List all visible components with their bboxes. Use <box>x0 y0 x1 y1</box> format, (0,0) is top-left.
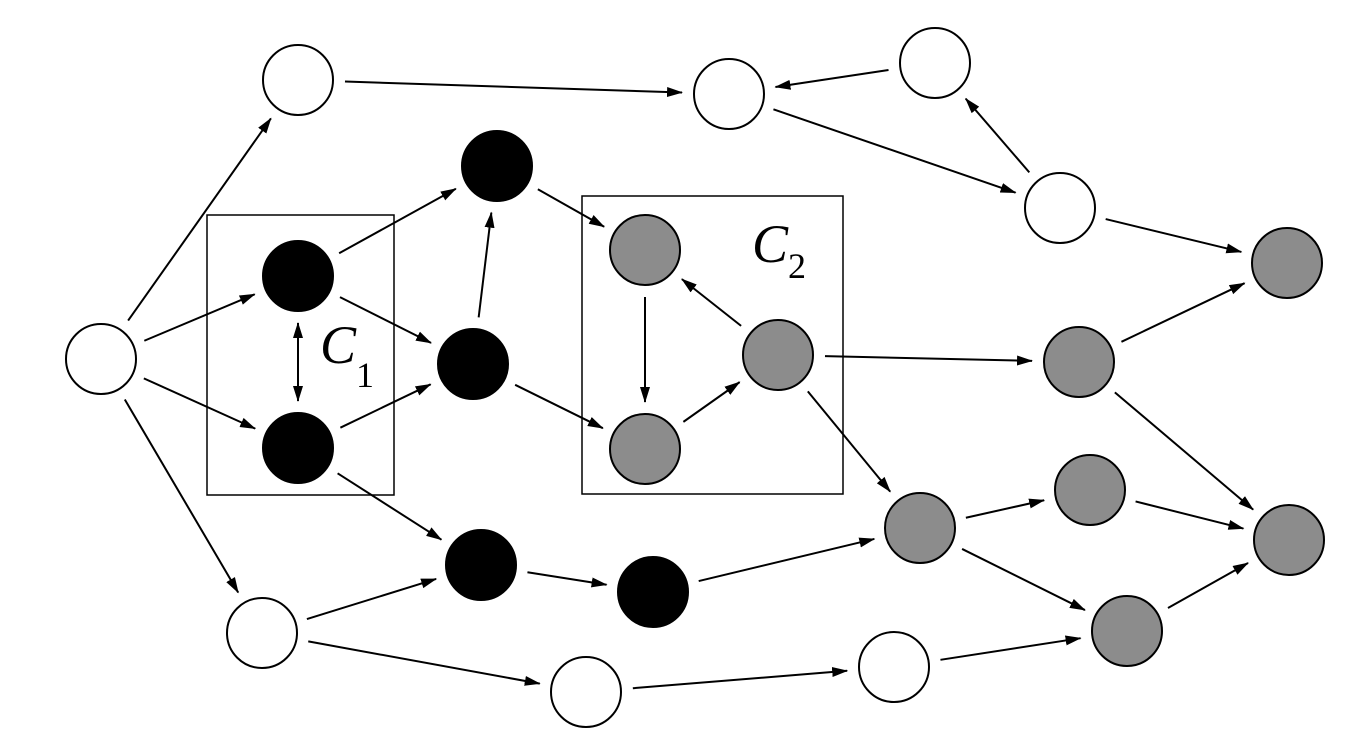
node-black-b6 <box>617 556 689 628</box>
node-white-w1 <box>262 44 334 116</box>
node-gray-g7 <box>1054 454 1126 526</box>
edge-g4-g6 <box>1121 282 1246 343</box>
node-white-w7 <box>858 631 930 703</box>
node-white-w3 <box>899 27 971 99</box>
node-white-w4 <box>1024 172 1096 244</box>
edge-w0-b1 <box>143 293 256 342</box>
edge-b5-b6 <box>527 571 608 588</box>
edge-b1-b4 <box>339 296 432 344</box>
edge-w5-w6 <box>308 640 541 686</box>
node-white-w6 <box>550 656 622 728</box>
edge-w1-w2 <box>344 80 684 97</box>
nodes-layer <box>65 27 1325 728</box>
edge-w4-g6 <box>1105 218 1243 254</box>
edge-b3-g1 <box>537 188 605 228</box>
edge-w4-w3 <box>964 97 1031 174</box>
edge-w6-w7 <box>632 667 849 690</box>
node-black-b2 <box>262 412 334 484</box>
node-gray-g4 <box>1043 326 1115 398</box>
node-black-b3 <box>461 130 533 202</box>
edge-g5-g7 <box>965 498 1046 519</box>
edge-b1-b3 <box>338 187 457 255</box>
node-gray-g1 <box>609 214 681 286</box>
edge-g2-g3 <box>682 381 741 423</box>
node-gray-g6 <box>1251 227 1323 299</box>
node-gray-g2 <box>609 413 681 485</box>
node-black-b1 <box>262 240 334 312</box>
node-gray-g3 <box>742 319 814 391</box>
cluster-label-c1: C1 <box>320 315 374 395</box>
edge-b6-g5 <box>698 537 876 583</box>
edge-g7-g9 <box>1135 500 1245 530</box>
edge-b4-b3 <box>477 211 495 318</box>
edge-g3-g1 <box>681 278 742 327</box>
edge-b2-b5 <box>337 472 443 541</box>
edge-g3-g4 <box>824 355 1034 366</box>
edge-w7-g8 <box>940 635 1082 661</box>
edge-w2-w4 <box>773 108 1017 194</box>
edge-w0-w1 <box>127 117 272 322</box>
edge-w5-b5 <box>306 577 438 621</box>
edge-w0-b2 <box>143 377 257 430</box>
edge-w0-w5 <box>123 399 240 594</box>
cluster-box-c1 <box>206 214 395 496</box>
node-white-w5 <box>226 597 298 669</box>
edge-g8-g9 <box>1167 562 1249 609</box>
edge-w3-w2 <box>774 69 889 90</box>
edges-layer <box>123 69 1254 690</box>
node-white-w2 <box>693 58 765 130</box>
node-white-w0 <box>65 323 137 395</box>
cluster-box-c2 <box>581 195 844 495</box>
edge-g3-g5 <box>807 390 891 493</box>
node-black-b5 <box>445 529 517 601</box>
node-gray-g5 <box>884 492 956 564</box>
node-gray-g8 <box>1091 595 1163 667</box>
edge-g5-g8 <box>961 548 1086 611</box>
node-black-b4 <box>437 328 509 400</box>
cluster-label-c2: C2 <box>752 214 806 286</box>
edge-g4-g9 <box>1114 391 1254 511</box>
node-gray-g9 <box>1253 504 1325 576</box>
edge-b2-b4 <box>339 383 432 429</box>
edge-b4-g2 <box>514 383 604 430</box>
